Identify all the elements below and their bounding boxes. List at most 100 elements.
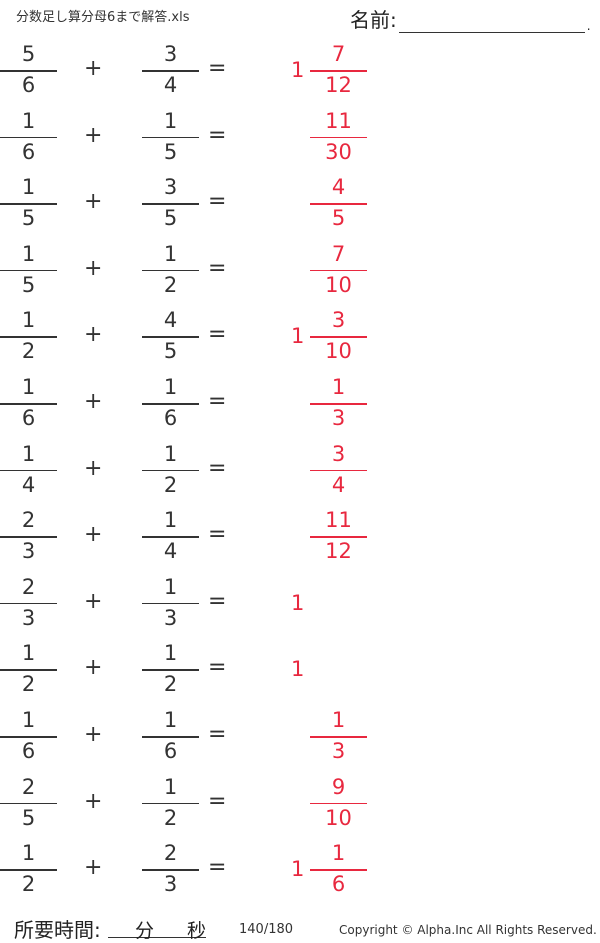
plus-sign: + (84, 855, 103, 881)
fraction-bar (142, 203, 199, 205)
denominator: 4 (163, 73, 178, 97)
denominator: 3 (21, 605, 36, 630)
equals-sign: = (208, 655, 227, 681)
denominator: 2 (21, 872, 36, 897)
answer-denominator: 3 (331, 406, 346, 430)
fraction-bar (0, 70, 57, 72)
copyright: Copyright © Alpha.Inc All Rights Reserve… (339, 923, 597, 937)
answer-denominator: 30 (325, 139, 352, 164)
answer-denominator: 6 (331, 872, 346, 897)
plus-sign: + (84, 189, 103, 215)
answer-whole: 1 (291, 657, 305, 682)
denominator: 6 (21, 73, 36, 97)
time-input-line[interactable] (108, 937, 206, 938)
plus-sign: + (84, 455, 103, 481)
answer-numerator: 7 (331, 241, 346, 266)
name-input-line[interactable] (398, 12, 585, 33)
page-number: 140/180 (239, 922, 294, 937)
answer-fraction-bar (310, 269, 367, 272)
fraction-bar (0, 269, 57, 272)
answer-denominator: 10 (325, 272, 352, 297)
denominator: 2 (163, 472, 178, 497)
denominator: 2 (163, 672, 178, 697)
plus-sign: + (84, 722, 103, 747)
numerator: 1 (21, 841, 36, 866)
denominator: 2 (163, 805, 178, 830)
equals-sign: = (208, 122, 227, 148)
answer-fraction-bar (310, 203, 367, 205)
answer-numerator: 11 (325, 108, 352, 133)
denominator: 5 (21, 805, 36, 830)
answer-numerator: 7 (331, 42, 346, 66)
fraction-bar (0, 602, 57, 605)
numerator: 1 (163, 574, 178, 599)
plus-sign: + (84, 322, 103, 348)
denominator: 3 (163, 872, 178, 897)
answer-whole: 1 (291, 590, 305, 615)
plus-sign: + (84, 655, 103, 681)
fraction-bar (0, 536, 57, 538)
answer-fraction-bar (310, 336, 367, 338)
numerator: 1 (163, 774, 178, 799)
equals-sign: = (208, 855, 227, 881)
fraction-bar (0, 869, 57, 871)
fraction-bar (142, 469, 199, 472)
numerator: 2 (163, 841, 178, 866)
denominator: 6 (21, 739, 36, 763)
numerator: 1 (163, 241, 178, 266)
denominator: 3 (21, 539, 36, 564)
answer-numerator: 1 (331, 375, 346, 399)
numerator: 1 (21, 175, 36, 200)
answer-denominator: 4 (331, 472, 346, 497)
denominator: 5 (163, 339, 178, 364)
fraction-bar (142, 536, 199, 538)
fraction-bar (0, 802, 57, 805)
equals-sign: = (208, 588, 227, 614)
answer-whole: 1 (291, 58, 305, 82)
equals-sign: = (208, 522, 227, 548)
numerator: 5 (21, 42, 36, 66)
numerator: 1 (21, 641, 36, 666)
denominator: 5 (21, 272, 36, 297)
numerator: 2 (21, 508, 36, 533)
answer-fraction-bar (310, 136, 367, 139)
plus-sign: + (84, 788, 103, 814)
denominator: 6 (21, 139, 36, 164)
denominator: 4 (21, 472, 36, 497)
fraction-bar (0, 469, 57, 472)
numerator: 4 (163, 308, 178, 333)
answer-numerator: 9 (331, 774, 346, 799)
numerator: 1 (21, 708, 36, 732)
document-title: 分数足し算分母6まで解答.xls (16, 10, 190, 25)
answer-numerator: 1 (331, 841, 346, 866)
numerator: 3 (163, 175, 178, 200)
denominator: 5 (163, 139, 178, 164)
numerator: 1 (163, 508, 178, 533)
fraction-bar (0, 736, 57, 738)
answer-numerator: 3 (331, 308, 346, 333)
denominator: 5 (163, 206, 178, 231)
answer-denominator: 10 (325, 339, 352, 364)
minutes-label: 分 (135, 920, 155, 942)
denominator: 6 (163, 739, 178, 763)
fraction-bar (0, 403, 57, 405)
denominator: 5 (21, 206, 36, 231)
numerator: 1 (21, 441, 36, 466)
plus-sign: + (84, 588, 103, 614)
numerator: 2 (21, 774, 36, 799)
numerator: 1 (21, 108, 36, 133)
denominator: 4 (163, 539, 178, 564)
fraction-bar (0, 203, 57, 205)
fraction-bar (142, 736, 199, 738)
numerator: 1 (163, 375, 178, 399)
name-trailing-dot: . (586, 19, 591, 33)
fraction-bar (142, 602, 199, 605)
answer-whole: 1 (291, 324, 305, 349)
